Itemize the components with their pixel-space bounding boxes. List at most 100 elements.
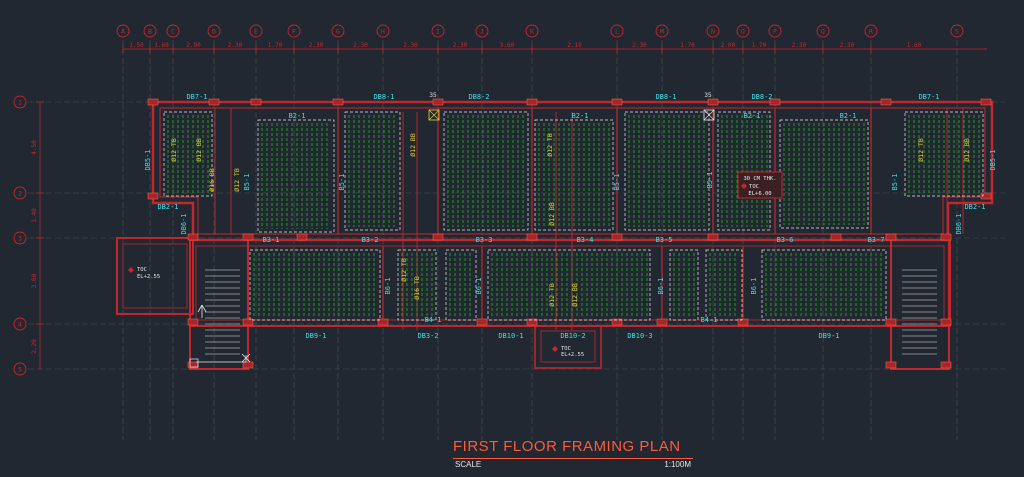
slab-panel — [761, 249, 887, 321]
column — [432, 233, 444, 241]
grid-bubble-label: O — [741, 28, 745, 36]
beam-label: B2-1 — [289, 112, 306, 120]
slab-panel — [257, 119, 335, 233]
beam-label: B3-5 — [656, 236, 673, 244]
rebar-callout: Ø12 TB — [546, 133, 554, 157]
grid-bubble-label: M — [660, 28, 664, 36]
beam-label: B6-1 — [384, 278, 392, 295]
level-symbol — [741, 183, 747, 189]
grid-bubble-label: 4 — [18, 321, 22, 329]
upper-wing-outline — [151, 100, 994, 242]
dimension-value: 1.40 — [31, 208, 38, 223]
grid-bubble — [655, 24, 669, 38]
column — [332, 98, 344, 106]
slab-panel — [163, 111, 213, 197]
beam-label: B6-1 — [657, 278, 665, 295]
slab-panel — [249, 249, 381, 321]
beam-label: DB8-1 — [655, 93, 676, 101]
slab-panel — [487, 249, 651, 321]
grid-bubble-label: A — [121, 28, 125, 36]
rebar-callout: Ø12 TB — [400, 258, 408, 282]
column — [187, 318, 199, 326]
beam-label: B4-1 — [701, 316, 718, 324]
beam-label: B5-1 — [706, 172, 714, 189]
dimension-value: 2.90 — [186, 42, 201, 49]
entrance-canopy-inner — [540, 330, 596, 363]
dimension-value: 2.20 — [31, 339, 38, 354]
beam-label: DB6-1 — [180, 213, 188, 234]
dimension-value: 2.00 — [721, 42, 736, 49]
grid-bubble — [706, 24, 720, 38]
beam-label: DB9-1 — [305, 332, 326, 340]
grid-bubble-label: I — [436, 28, 440, 36]
grid-bubble-label: F — [292, 28, 296, 36]
grid-bubble-label: 1 — [18, 99, 22, 107]
beam-label: DB9-1 — [818, 332, 839, 340]
column — [187, 233, 199, 241]
dimension-value: 2.30 — [632, 42, 647, 49]
slab-panel — [445, 249, 477, 321]
slab-panel — [397, 249, 437, 321]
beam-label: B3-6 — [777, 236, 794, 244]
grid-bubble — [950, 24, 964, 38]
grid-bubble-label: R — [869, 28, 873, 36]
grid-bubble — [13, 317, 27, 331]
rebar-callout: Ø16 BB — [208, 168, 216, 192]
column — [296, 233, 308, 241]
column — [885, 233, 897, 241]
grid-bubble-label: N — [711, 28, 715, 36]
rebar-callout: Ø12 TB — [917, 138, 925, 162]
dimension-value: 2.30 — [309, 42, 324, 49]
beam-label: B3-7 — [868, 236, 885, 244]
opening-cross — [703, 109, 715, 121]
beam-label: B5-1 — [338, 174, 346, 191]
beam-label: DB10-1 — [498, 332, 523, 340]
stair-core-right — [890, 239, 950, 370]
grid-bubble — [525, 24, 539, 38]
grid-bubble — [816, 24, 830, 38]
beam-label: DB5-1 — [144, 149, 152, 170]
grid-bubble-label: 3 — [18, 235, 22, 243]
opening-marker — [703, 109, 715, 121]
grid-bubble — [431, 24, 445, 38]
grid-bubble-label: G — [336, 28, 340, 36]
slab-panel — [344, 111, 401, 231]
column — [980, 192, 992, 200]
rebar-callout: Ø12 TB — [170, 138, 178, 162]
slab-panel — [904, 111, 984, 197]
entrance-canopy — [534, 325, 602, 369]
grid-bubble-label: D — [212, 28, 216, 36]
beam-label: DB7-1 — [918, 93, 939, 101]
beam-label: B3-3 — [476, 236, 493, 244]
grid-bubble — [13, 186, 27, 200]
column — [707, 98, 719, 106]
column — [377, 318, 389, 326]
beam-label: DB2-1 — [157, 203, 178, 211]
grid-bubble — [13, 231, 27, 245]
dimension-value: 1.60 — [154, 42, 169, 49]
rebar-callout: Ø12 TB — [548, 283, 556, 307]
grid-bubble — [13, 95, 27, 109]
grid-bubble-label: Q — [821, 28, 825, 36]
grid-bubble — [768, 24, 782, 38]
column — [707, 233, 719, 241]
dimension-value: 2.30 — [453, 42, 468, 49]
grid-bubble — [475, 24, 489, 38]
grid-bubble — [13, 362, 27, 376]
grid-bubble — [116, 24, 130, 38]
beam-label: DB8-2 — [468, 93, 489, 101]
column — [242, 233, 254, 241]
rebar-callout: Ø12 BB — [548, 202, 556, 226]
grid-bubble — [249, 24, 263, 38]
beam-label: B3-4 — [577, 236, 594, 244]
dimension-note: 35 — [429, 92, 437, 99]
grid-bubble-label: 5 — [18, 366, 22, 374]
slab-panel — [443, 111, 529, 231]
column — [830, 233, 842, 241]
column — [526, 98, 538, 106]
beam-label: DB2-1 — [964, 203, 985, 211]
beam-label: DB10-2 — [560, 332, 585, 340]
grid-bubble — [376, 24, 390, 38]
column — [940, 318, 952, 326]
scale-value: 1:100M — [664, 460, 691, 469]
